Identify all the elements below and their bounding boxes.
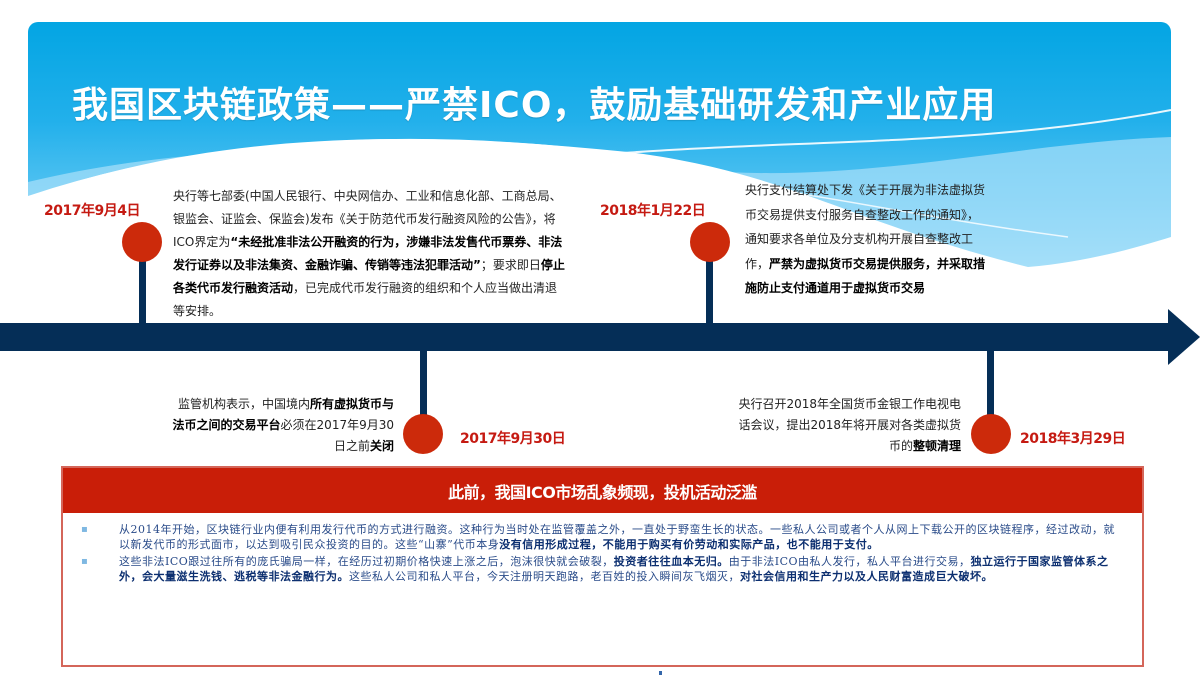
event-text-normal: 必须在2017年9月30日之前	[280, 418, 394, 453]
panel-body: ▪ 从2014年开始，区块链行业内便有利用发行代币的方式进行融资。这种行为当时处…	[81, 522, 1121, 586]
event-marker-dot	[690, 222, 730, 262]
event-marker-dot	[122, 222, 162, 262]
header-banner	[28, 22, 1171, 352]
bullet-text: 这些非法ICO跟过往所有的庞氏骗局一样，在经历过初期价格快速上涨之后，泡沫很快就…	[119, 554, 1121, 584]
event-text-bold: “未经批准非法公开融资的行为，涉嫌非法发售代币票券、非法发行证券以及非法集资、金…	[173, 235, 563, 272]
bullet-text-normal: 由于非法ICO由私人发行，私人平台进行交易，	[728, 555, 971, 568]
event-description: 监管机构表示，中国境内所有虚拟货币与法币之间的交易平台必须在2017年9月30日…	[168, 394, 394, 457]
bullet-icon: ▪	[81, 556, 88, 567]
wave-decoration	[28, 109, 1171, 352]
slide-mark	[659, 671, 662, 675]
event-text-normal: ；要求即日	[480, 258, 541, 272]
bullet-icon: ▪	[81, 524, 88, 535]
bullet-text-bold: 投资者往往血本无归。	[613, 555, 729, 568]
event-text-normal: 监管机构表示，中国境内	[177, 397, 310, 411]
event-stem	[139, 245, 146, 325]
event-marker-dot	[403, 414, 443, 454]
panel-header: 此前，我国ICO市场乱象频现，投机活动泛滥	[63, 468, 1142, 513]
event-text-normal: 央行支付结算处下发《关于开展为非法虚拟货币交易提供支付服务自查整改工作的通知》，…	[745, 183, 986, 271]
event-text-normal: 央行召开2018年全国货币金银工作电视电话会议，提出2018年将开展对各类虚拟货…	[738, 397, 961, 453]
event-stem	[420, 349, 427, 419]
event-text-bold: 停止各类代币发行融资活动	[173, 258, 565, 295]
bullet-text-normal: 这些非法ICO跟过往所有的庞氏骗局一样，在经历过初期价格快速上涨之后，泡沫很快就…	[119, 555, 614, 568]
bullet-text-bold: 没有信用形成过程，不能用于购买有价劳动和实际产品，也不能用于支付。	[499, 538, 879, 551]
event-date: 2018年1月22日	[600, 203, 706, 219]
event-stem	[987, 349, 994, 419]
event-text-bold: 整顿清理	[912, 439, 961, 453]
event-text-bold: 关闭	[369, 439, 394, 453]
ico-chaos-panel: 此前，我国ICO市场乱象频现，投机活动泛滥 ▪ 从2014年开始，区块链行业内便…	[61, 466, 1144, 667]
bullet-text-bold: 独立运行于国家监管体系之外，会大量滋生洗钱、逃税等非法金融行为。	[119, 555, 1109, 583]
event-description: 央行等七部委(中国人民银行、中央网信办、工业和信息化部、工商总局、银监会、证监会…	[173, 185, 568, 323]
bullet-text: 从2014年开始，区块链行业内便有利用发行代币的方式进行融资。这种行为当时处在监…	[119, 522, 1121, 552]
event-text-normal: ，已完成代币发行融资的组织和个人应当做出清退等安排。	[173, 281, 558, 318]
event-stem	[706, 245, 713, 325]
event-date: 2018年3月29日	[1020, 431, 1126, 447]
event-description: 央行支付结算处下发《关于开展为非法虚拟货币交易提供支付服务自查整改工作的通知》，…	[745, 178, 990, 301]
bullet-text-bold: 对社会信用和生产力以及人民财富造成巨大破坏。	[740, 570, 993, 583]
event-marker-dot	[971, 414, 1011, 454]
event-description: 央行召开2018年全国货币金银工作电视电话会议，提出2018年将开展对各类虚拟货…	[735, 394, 961, 457]
event-text-normal: 央行等七部委(中国人民银行、中央网信办、工业和信息化部、工商总局、银监会、证监会…	[173, 189, 562, 249]
event-date: 2017年9月30日	[460, 431, 566, 447]
event-text-bold: 严禁为虚拟货币交易提供服务，并采取措施防止支付通道用于虚拟货币交易	[745, 256, 986, 296]
timeline-arrow-head-icon	[1168, 309, 1200, 365]
bullet-item: ▪ 从2014年开始，区块链行业内便有利用发行代币的方式进行融资。这种行为当时处…	[81, 522, 1121, 552]
page-title: 我国区块链政策——严禁ICO，鼓励基础研发和产业应用	[72, 85, 997, 126]
bullet-text-normal: 这些私人公司和私人平台，今天注册明天跑路，老百姓的投入瞬间灰飞烟灭，	[349, 570, 740, 583]
bullet-item: ▪ 这些非法ICO跟过往所有的庞氏骗局一样，在经历过初期价格快速上涨之后，泡沫很…	[81, 554, 1121, 584]
event-date: 2017年9月4日	[44, 203, 140, 219]
bullet-text-normal: 从2014年开始，区块链行业内便有利用发行代币的方式进行融资。这种行为当时处在监…	[119, 523, 1115, 551]
event-text-bold: 所有虚拟货币与法币之间的交易平台	[172, 397, 394, 432]
timeline-arrow-bar	[0, 323, 1170, 351]
